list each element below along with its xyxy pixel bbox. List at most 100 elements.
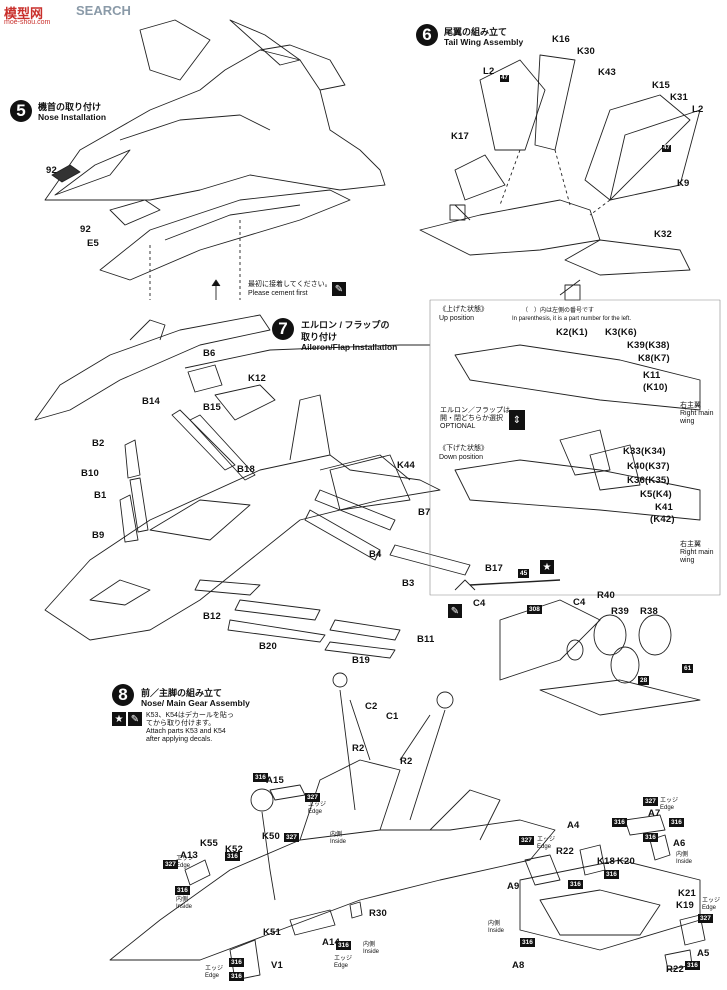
decal-note-jp-1: K53、K54はデカールを貼っ xyxy=(146,712,234,719)
up-position-en: Up position xyxy=(439,315,475,322)
edge-label-en: Edge xyxy=(176,863,191,869)
cement-note-en: Please cement first xyxy=(248,290,308,297)
step-5-title-en: Nose Installation xyxy=(38,112,107,122)
paint-brush-icon: ✎ xyxy=(128,712,142,726)
edge-label-jp: エッジ xyxy=(308,802,327,808)
paint-code: 316 xyxy=(336,941,351,950)
optional-note-en: OPTIONAL xyxy=(440,423,476,430)
edge-label-en: Edge xyxy=(205,973,220,979)
paint-code: 316 xyxy=(669,818,684,827)
part-label: L2 xyxy=(483,66,495,77)
paint-code: 308 xyxy=(527,605,542,614)
paint-code: 327 xyxy=(643,797,658,806)
part-label: B12 xyxy=(203,611,222,622)
step-7-badge: 7 xyxy=(272,318,294,340)
part-label: R39 xyxy=(611,606,630,617)
paint-code: 316 xyxy=(612,818,627,827)
paint-code: 316 xyxy=(520,938,535,947)
paint-code: 316 xyxy=(253,773,268,782)
step-5-title-jp: 機首の取り付け xyxy=(38,102,102,112)
inside-label-en: Inside xyxy=(176,904,193,910)
paint-code: 61 xyxy=(682,664,694,673)
decal-note-jp-2: てから取り付けます。 xyxy=(146,720,216,727)
paint-code: 45 xyxy=(518,569,530,578)
right-wing-jp: 右主翼 xyxy=(680,541,701,548)
edge-label-jp: エッジ xyxy=(176,856,195,862)
part-label: B14 xyxy=(142,396,161,407)
part-label: K19 xyxy=(676,900,695,911)
down-position-jp: 《下げた状態》 xyxy=(439,445,488,452)
paint-code: 28 xyxy=(638,676,650,685)
step-5-badge: 5 xyxy=(10,100,32,122)
inside-label-jp: 内側 xyxy=(676,852,689,858)
part-label: R30 xyxy=(369,908,388,919)
cement-note-jp: 最初に接着してください。 xyxy=(248,281,332,288)
right-wing-en-2: wing xyxy=(680,557,695,564)
step-6-badge: 6 xyxy=(416,24,438,46)
edge-label-en: Edge xyxy=(537,844,552,850)
right-wing-en-1: Right main xyxy=(680,549,714,556)
down-position-en: Down position xyxy=(439,454,483,461)
step-8-title-en: Nose/ Main Gear Assembly xyxy=(141,698,250,708)
part-label: K16 xyxy=(552,34,571,45)
part-label: A4 xyxy=(567,820,580,831)
inside-label-jp: 内側 xyxy=(363,942,376,948)
part-label: K5(K4) xyxy=(640,489,672,500)
part-label: K50 xyxy=(262,831,281,842)
paint-code: 327 xyxy=(519,836,534,845)
part-label: K39(K38) xyxy=(627,340,670,351)
part-label: B9 xyxy=(92,530,105,541)
part-label: A13 xyxy=(180,850,199,861)
edge-label-jp: エッジ xyxy=(205,966,224,972)
part-label: 92 xyxy=(46,165,57,176)
part-label: B19 xyxy=(352,655,371,666)
part-label: K32 xyxy=(654,229,673,240)
part-label: B1 xyxy=(94,490,107,501)
part-label: K2(K1) xyxy=(556,327,588,338)
part-label: K44 xyxy=(397,460,416,471)
paint-code: 316 xyxy=(685,961,700,970)
up-position-jp: 《上げた状態》 xyxy=(439,306,488,313)
part-label: E5 xyxy=(87,238,100,249)
part-label: K43 xyxy=(598,67,617,78)
part-label: K33(K34) xyxy=(623,446,666,457)
paint-code: 327 xyxy=(284,833,299,842)
paint-brush-icon: ✎ xyxy=(448,604,462,618)
part-label: K51 xyxy=(263,927,282,938)
edge-label-en: Edge xyxy=(308,809,323,815)
part-label: K3(K6) xyxy=(605,327,637,338)
part-label: K55 xyxy=(200,838,219,849)
part-label: K36(K35) xyxy=(627,475,670,486)
part-label: C4 xyxy=(473,598,486,609)
part-label: B20 xyxy=(259,641,278,652)
inside-label-jp: 内側 xyxy=(176,897,189,903)
step-7-title-jp-2: 取り付け xyxy=(301,332,338,342)
part-label: R2 xyxy=(352,743,365,754)
part-label: L2 xyxy=(692,104,704,115)
part-label: A8 xyxy=(512,960,525,971)
part-label: A7 xyxy=(648,808,661,819)
inside-label-en: Inside xyxy=(330,839,347,845)
inside-label-en: Inside xyxy=(363,949,380,955)
right-wing-en-2: wing xyxy=(680,418,695,425)
part-label: B15 xyxy=(203,402,222,413)
edge-label-jp: エッジ xyxy=(334,956,353,962)
part-label: K9 xyxy=(677,178,690,189)
part-label: B11 xyxy=(417,634,435,645)
part-label: K18 xyxy=(597,856,616,867)
paint-code: 316 xyxy=(643,833,658,842)
part-label: R40 xyxy=(597,590,616,601)
part-label: K41 xyxy=(655,502,674,513)
parenthesis-note-en: In parenthesis, it is a part number for … xyxy=(512,316,632,322)
paint-code: 327 xyxy=(305,793,320,802)
part-label: A9 xyxy=(507,881,520,892)
paint-code: 316 xyxy=(225,852,240,861)
paint-code: 316 xyxy=(229,958,244,967)
inside-label-jp: 内側 xyxy=(330,832,343,838)
right-wing-en-1: Right main xyxy=(680,410,714,417)
part-label: K30 xyxy=(577,46,596,57)
edge-label-jp: エッジ xyxy=(660,798,679,804)
part-label: C2 xyxy=(365,701,378,712)
decal-star-icon: ★ xyxy=(540,560,554,574)
